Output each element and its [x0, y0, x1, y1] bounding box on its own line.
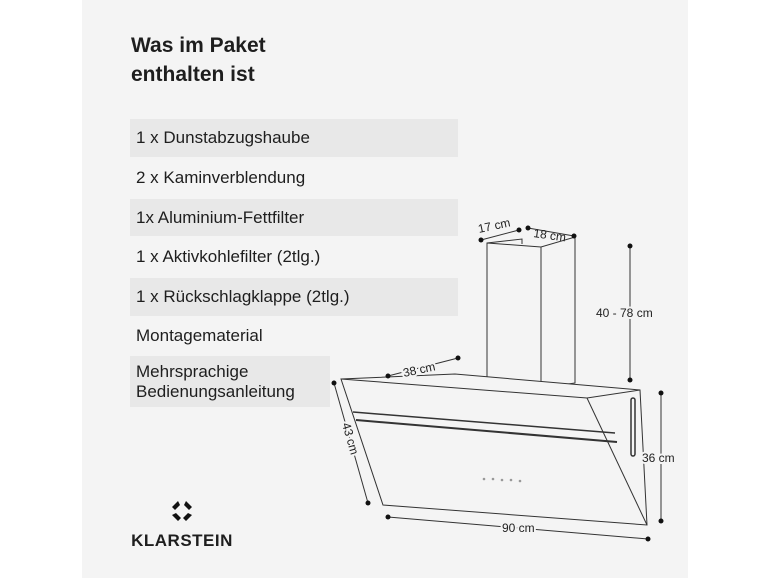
brand-logo: KLARSTEIN — [130, 498, 234, 551]
list-item: 1 x Rückschlagklappe (2tlg.) — [130, 278, 458, 316]
dim-hood-width: 90 cm — [502, 521, 535, 535]
dim-chimney-height: 40 - 78 cm — [596, 306, 653, 320]
hood-body — [340, 373, 648, 526]
list-item: 1x Aluminium-Fettfilter — [130, 199, 458, 236]
brand-name: KLARSTEIN — [131, 531, 233, 550]
list-item: 1 x Aktivkohlefilter (2tlg.) — [136, 247, 321, 266]
control-buttons — [482, 477, 522, 483]
title-line-1: Was im Paket — [131, 34, 266, 57]
list-item: Mehrsprachige Bedienungsanleitung — [130, 356, 330, 407]
list-item: 2 x Kaminverblendung — [136, 168, 306, 187]
klarstein-logo-icon — [172, 501, 192, 521]
dim-chimney-depth: 17 cm — [477, 215, 512, 235]
list-item: Montagematerial — [136, 326, 263, 345]
title-line-2: enthalten ist — [131, 63, 255, 86]
list-item-label: Mehrsprachige Bedienungsanleitung — [136, 361, 295, 401]
chimney — [486, 236, 576, 389]
dim-hood-height: 36 cm — [642, 451, 675, 465]
list-item: 1 x Dunstabzugshaube — [130, 119, 458, 157]
page-title: Was im Paket enthalten ist — [131, 31, 266, 89]
dim-chimney-width: 18 cm — [533, 226, 567, 244]
